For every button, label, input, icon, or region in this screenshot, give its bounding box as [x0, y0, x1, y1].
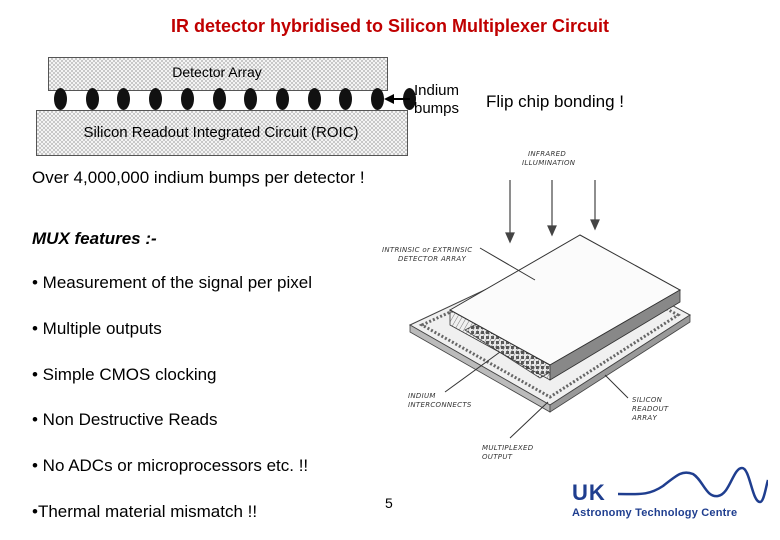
illumination-arrows [505, 180, 600, 244]
feature-item: • Multiple outputs [32, 319, 162, 338]
indium-diagram-label: INDIUM [408, 392, 436, 400]
readout-diagram-label: READOUT [632, 405, 669, 413]
bump-count-text: Over 4,000,000 indium bumps per detector… [32, 168, 365, 187]
roic-label: Silicon Readout Integrated Circuit (ROIC… [83, 124, 359, 141]
indium-bump [339, 88, 353, 110]
output-diagram-label: OUTPUT [482, 453, 513, 461]
indium-bump [180, 88, 194, 110]
indium-bump [149, 88, 163, 110]
multiplexed-diagram-label: MULTIPLEXED [482, 444, 534, 452]
indium-bump [371, 88, 384, 110]
silicon-diagram-label: SILICON [632, 396, 663, 404]
indium-label-line-2: bumps [414, 100, 460, 117]
feature-item: •Thermal material mismatch !! [32, 502, 258, 521]
feature-item: • Measurement of the signal per pixel [32, 273, 312, 292]
interconnects-diagram-label: INTERCONNECTS [408, 401, 472, 409]
infrared-label: INFRARED [528, 150, 566, 158]
detector-array-side-right [549, 289, 681, 381]
logo-wave-icon [618, 466, 768, 504]
indium-bump [244, 88, 258, 110]
indium-bump [85, 88, 99, 110]
flip-chip-label: Flip chip bonding ! [486, 92, 624, 111]
indium-bump [212, 88, 226, 110]
feature-item: • No ADCs or microprocessors etc. !! [32, 456, 309, 475]
indium-bump [117, 88, 131, 110]
roic-layer [36, 110, 408, 156]
leader-lines [444, 247, 629, 439]
illumination-label: ILLUMINATION [522, 159, 576, 167]
logo-name: Astronomy Technology Centre [572, 507, 738, 519]
hybrid-detector-illustration: INFRARED ILLUMINATION INTRINSIC or EXTRI… [382, 150, 691, 461]
indium-bumps-label: Indium bumps [408, 82, 459, 118]
array-diagram-label: ARRAY [631, 414, 658, 422]
detector-array-label: Detector Array [172, 64, 262, 80]
feature-item: • Non Destructive Reads [32, 410, 218, 429]
page-number: 5 [385, 495, 393, 511]
mux-features-heading: MUX features :- [32, 229, 157, 248]
indium-bump [54, 88, 67, 110]
intrinsic-label: INTRINSIC or EXTRINSIC [382, 246, 472, 254]
feature-item: • Simple CMOS clocking [32, 365, 217, 384]
page-title: IR detector hybridised to Silicon Multip… [170, 16, 610, 36]
roic-edge-right [549, 314, 691, 413]
indium-label-line-1: Indium [414, 82, 460, 99]
indium-arrow [384, 94, 410, 104]
logo-uk: UK [572, 480, 606, 505]
indium-bump [275, 88, 289, 110]
indium-bump [307, 88, 321, 110]
detector-array-layer [48, 57, 388, 91]
detector-array-diagram-label: DETECTOR ARRAY [398, 255, 466, 263]
